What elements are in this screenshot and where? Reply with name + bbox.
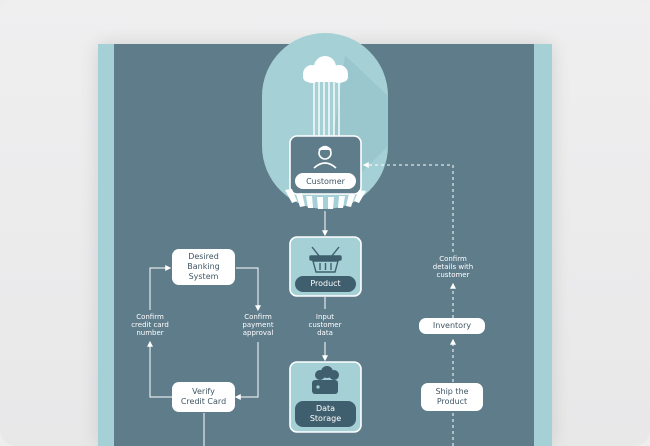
inventory-node[interactable]: Inventory [419, 318, 485, 334]
confirm-credit-label: Confirm credit card number [131, 313, 169, 337]
cloud-icon [303, 56, 348, 83]
edge-verify-credit [147, 340, 172, 398]
verify-credit-card-node[interactable]: Verify Credit Card [172, 382, 235, 412]
edge-payment-verify [234, 342, 259, 400]
ship-product-node[interactable]: Ship the Product [421, 383, 483, 411]
data-storage-label: Data Storage [295, 401, 356, 427]
edge-credit-banking [149, 265, 172, 310]
desired-banking-node[interactable]: Desired Banking System [172, 249, 235, 285]
edge-banking-payment [236, 267, 261, 312]
confirm-payment-label: Confirm payment approval [242, 313, 274, 337]
confirm-details-label: Confirm details with customer [432, 255, 474, 279]
user-icon [313, 145, 337, 169]
dashed-return-path [362, 162, 456, 446]
product-label: Product [295, 276, 356, 292]
database-icon [312, 366, 339, 394]
customer-label: Customer [295, 173, 356, 189]
rain-lines [313, 82, 340, 136]
input-data-label: Input customer data [308, 313, 342, 337]
rays [285, 189, 366, 209]
basket-icon [309, 246, 342, 273]
